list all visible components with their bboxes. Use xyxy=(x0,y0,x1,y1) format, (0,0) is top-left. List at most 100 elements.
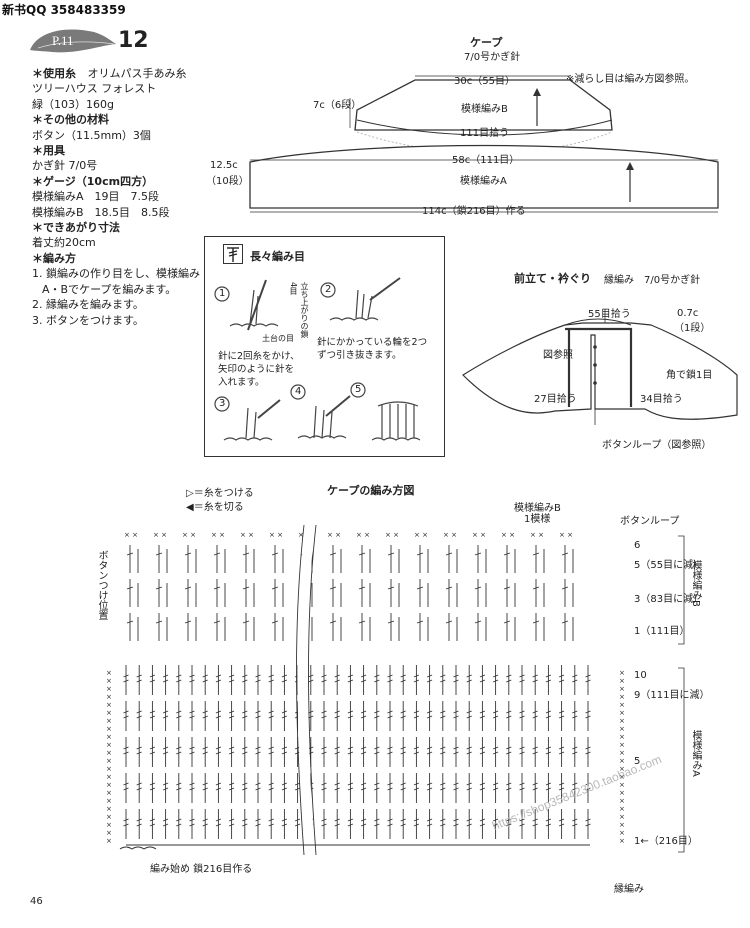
svg-text:× ×: × × xyxy=(443,531,457,539)
svg-text:× ×: × × xyxy=(153,531,167,539)
svg-text:× ×: × × xyxy=(327,531,341,539)
cape-lower-height-2: （10段） xyxy=(206,176,249,187)
cape-lower-height-1: 12.5c xyxy=(210,160,238,171)
svg-text:×: × xyxy=(619,717,625,725)
other-heading: ＊その他の材料 xyxy=(32,113,109,127)
row-6: 6 xyxy=(634,540,641,551)
chart-title: ケープの編み方図 xyxy=(327,484,415,497)
svg-text:×: × xyxy=(106,733,112,741)
tools-heading: ＊用具 xyxy=(32,144,65,158)
svg-text:×: × xyxy=(106,789,112,797)
svg-text:×: × xyxy=(106,765,112,773)
crochet-chart: × ×× ×× ×× ×× ×× ×× ×× ×× ×× ×× ×× ×× ××… xyxy=(106,524,625,856)
step-1-text-2: 矢印のように針を xyxy=(218,364,295,375)
cape-note: ※減らし目は編み方図参照。 xyxy=(566,74,695,85)
svg-text:×: × xyxy=(106,805,112,813)
edging-title: 前立て・衿ぐり xyxy=(514,272,591,285)
treble-crochet-symbol-icon xyxy=(223,244,243,264)
side-pattern-b: 模様編みB xyxy=(690,560,701,607)
chart-button-loop: ボタンループ xyxy=(620,516,680,527)
svg-text:×: × xyxy=(619,749,625,757)
gauge-heading: ＊ゲージ（10cm四方） xyxy=(32,174,154,188)
cape-pattern-a: 模様編みA xyxy=(460,176,507,187)
svg-text:×: × xyxy=(106,669,112,677)
svg-text:× ×: × × xyxy=(124,531,138,539)
yarn-heading: ＊使用糸 xyxy=(32,67,76,80)
svg-text:×: × xyxy=(619,741,625,749)
method-heading: ＊編み方 xyxy=(32,251,76,265)
chart-pattern-b: 模様編みB xyxy=(514,503,561,514)
cape-pick-up: 111目拾う xyxy=(460,128,510,139)
svg-text:×: × xyxy=(619,709,625,717)
step-1-number: 1 xyxy=(219,288,226,299)
svg-text:×: × xyxy=(619,797,625,805)
yarn-name: ツリーハウス フォレスト xyxy=(32,82,157,96)
stitch-title: 長々編み目 xyxy=(250,250,305,263)
svg-text:×: × xyxy=(106,741,112,749)
other-buttons: ボタン（11.5mm）3個 xyxy=(32,128,151,142)
svg-text:×: × xyxy=(619,821,625,829)
step-1-text-1: 針に2回糸をかけ、 xyxy=(218,351,300,362)
svg-text:×: × xyxy=(619,805,625,813)
cape-pattern-b: 模様編みB xyxy=(461,104,508,115)
row-10: 10 xyxy=(634,670,647,681)
svg-text:× ×: × × xyxy=(269,531,283,539)
side-brackets xyxy=(678,535,685,853)
label-base-stitch: 土台の目 xyxy=(262,334,294,343)
row-5a: 5 xyxy=(634,756,641,767)
step-1-text-3: 入れます。 xyxy=(218,377,265,388)
svg-text:×: × xyxy=(619,829,625,837)
svg-text:×: × xyxy=(106,757,112,765)
edging-width: 0.7c xyxy=(677,308,699,319)
edging-pick-34: 34目拾う xyxy=(640,394,683,405)
step-5-number: 5 xyxy=(355,384,362,395)
step-2-number: 2 xyxy=(325,284,332,295)
svg-text:× ×: × × xyxy=(385,531,399,539)
svg-text:×: × xyxy=(619,677,625,685)
step-2-text-2: ずつ引き抜きます。 xyxy=(317,350,402,361)
svg-text:×: × xyxy=(106,677,112,685)
svg-text:×: × xyxy=(619,693,625,701)
svg-text:×: × xyxy=(619,781,625,789)
svg-text:× ×: × × xyxy=(240,531,254,539)
edging-loop: ボタンループ（図参照） xyxy=(602,440,712,451)
svg-text:×: × xyxy=(619,701,625,709)
cape-hook: 7/0号かぎ針 xyxy=(464,52,521,63)
legend-cut: ◀＝糸を切る xyxy=(186,502,244,513)
pattern-number: 12 xyxy=(118,28,149,53)
row-1: 1（111目） xyxy=(634,626,690,637)
edging-rows: （1段） xyxy=(674,323,711,334)
svg-text:×: × xyxy=(619,837,625,845)
svg-text:×: × xyxy=(106,829,112,837)
edging-diagram xyxy=(462,309,738,425)
gauge-a: 模様編みA 19目 7.5段 xyxy=(32,190,160,204)
svg-text:×: × xyxy=(619,773,625,781)
edging-sub: 縁編み 7/0号かぎ針 xyxy=(604,275,701,286)
page-tag: P.11 xyxy=(52,33,74,48)
method-step-1a: 1. 鎖編みの作り目をし、模様編み xyxy=(32,267,200,281)
chart-repeat: 1模様 xyxy=(524,514,551,525)
edging-see-fig: 図参照 xyxy=(543,350,573,361)
method-step-3: 3. ボタンをつけます。 xyxy=(32,313,144,327)
svg-text:×: × xyxy=(106,749,112,757)
cape-schematic xyxy=(249,75,719,213)
svg-text:× ×: × × xyxy=(472,531,486,539)
svg-text:×: × xyxy=(106,837,112,845)
step-3-number: 3 xyxy=(219,398,226,409)
edging-pick-27: 27目拾う xyxy=(534,394,577,405)
stitch-instruction-box xyxy=(204,236,445,457)
size-heading: ＊できあがり寸法 xyxy=(32,221,120,235)
svg-text:× ×: × × xyxy=(530,531,544,539)
row-9: 9（111目に減） xyxy=(634,690,710,701)
row-5: 5（55目に減） xyxy=(634,560,704,571)
svg-text:× ×: × × xyxy=(182,531,196,539)
row-3: 3（83目に減） xyxy=(634,594,704,605)
cape-title: ケープ xyxy=(470,36,503,49)
svg-text:×: × xyxy=(619,725,625,733)
method-step-2: 2. 縁編みを編みます。 xyxy=(32,298,144,312)
svg-text:×: × xyxy=(106,781,112,789)
step-4-number: 4 xyxy=(295,386,302,397)
svg-text:× ×: × × xyxy=(414,531,428,539)
method-step-1b: A・Bでケープを編みます。 xyxy=(42,282,177,296)
svg-text:×: × xyxy=(619,733,625,741)
